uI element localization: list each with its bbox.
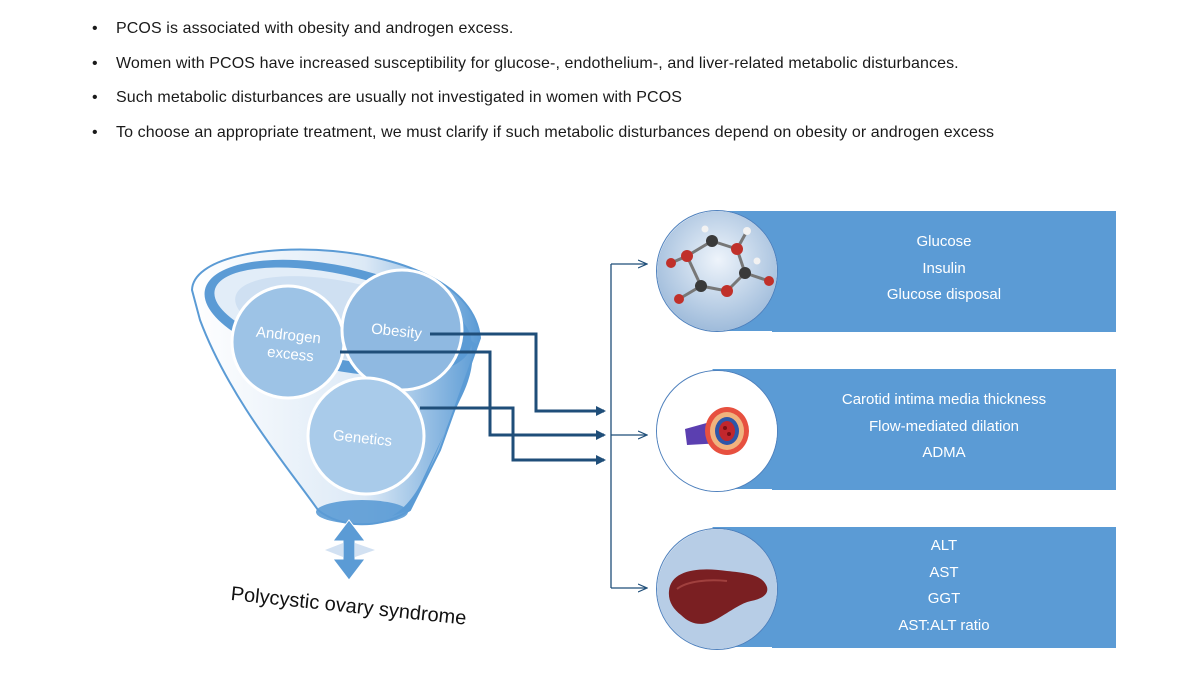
panel-item: Glucose bbox=[916, 233, 972, 250]
bullet-item: • PCOS is associated with obesity and and… bbox=[88, 12, 994, 47]
bullet-dot: • bbox=[92, 54, 98, 72]
blood-vessel-icon bbox=[656, 370, 778, 492]
bullet-dot: • bbox=[92, 123, 98, 141]
androgen-label-line1: Androgen bbox=[255, 324, 321, 348]
bullet-text: PCOS is associated with obesity and andr… bbox=[116, 20, 514, 37]
bullet-text: Such metabolic disturbances are usually … bbox=[116, 89, 683, 106]
genetics-circle bbox=[306, 376, 426, 496]
obesity-connector bbox=[430, 332, 606, 416]
glucose-molecule-icon bbox=[656, 210, 778, 332]
bullet-item: • Women with PCOS have increased suscepti… bbox=[88, 47, 994, 82]
panel-item: ADMA bbox=[922, 444, 966, 461]
glucose-panel: Glucose Insulin Glucose disposal bbox=[772, 211, 1116, 332]
bullet-dot: • bbox=[92, 89, 98, 106]
bullet-item: • To choose an appropriate treatment, we … bbox=[88, 116, 994, 151]
panel-item: Insulin bbox=[922, 259, 966, 277]
panel-item: Glucose disposal bbox=[886, 286, 1002, 303]
funnel-bottom bbox=[316, 500, 408, 524]
panel-item: AST bbox=[929, 563, 959, 581]
panel-item: ALT bbox=[930, 537, 958, 554]
androgen-connector bbox=[340, 350, 606, 440]
connector-arrows bbox=[340, 264, 646, 588]
genetics-label: Genetics bbox=[332, 427, 393, 450]
panel-item: AST:ALT ratio bbox=[898, 616, 990, 634]
endothelium-panel: Carotid intima media thickness Flow-medi… bbox=[772, 369, 1116, 490]
liver-icon bbox=[656, 528, 778, 650]
obesity-label: Obesity bbox=[370, 320, 423, 342]
funnel-circles: Androgen excess Obesity Genetics bbox=[230, 268, 464, 496]
double-arrow-icon bbox=[325, 519, 375, 581]
bullet-text: To choose an appropriate treatment, we m… bbox=[116, 123, 995, 141]
androgen-label-line2: excess bbox=[266, 344, 314, 366]
bullet-text: Women with PCOS have increased susceptib… bbox=[116, 54, 959, 72]
panel-item: Flow-mediated dilation bbox=[868, 417, 1020, 435]
panel-item: Carotid intima media thickness bbox=[841, 391, 1047, 408]
liver-panel: ALT AST GGT AST:ALT ratio bbox=[772, 527, 1116, 648]
genetics-connector bbox=[420, 406, 606, 465]
panel-item: GGT bbox=[927, 590, 961, 607]
bullet-item: • Such metabolic disturbances are usually… bbox=[88, 81, 994, 116]
bullet-dot: • bbox=[92, 20, 98, 37]
bullet-list: • PCOS is associated with obesity and and… bbox=[88, 12, 994, 150]
